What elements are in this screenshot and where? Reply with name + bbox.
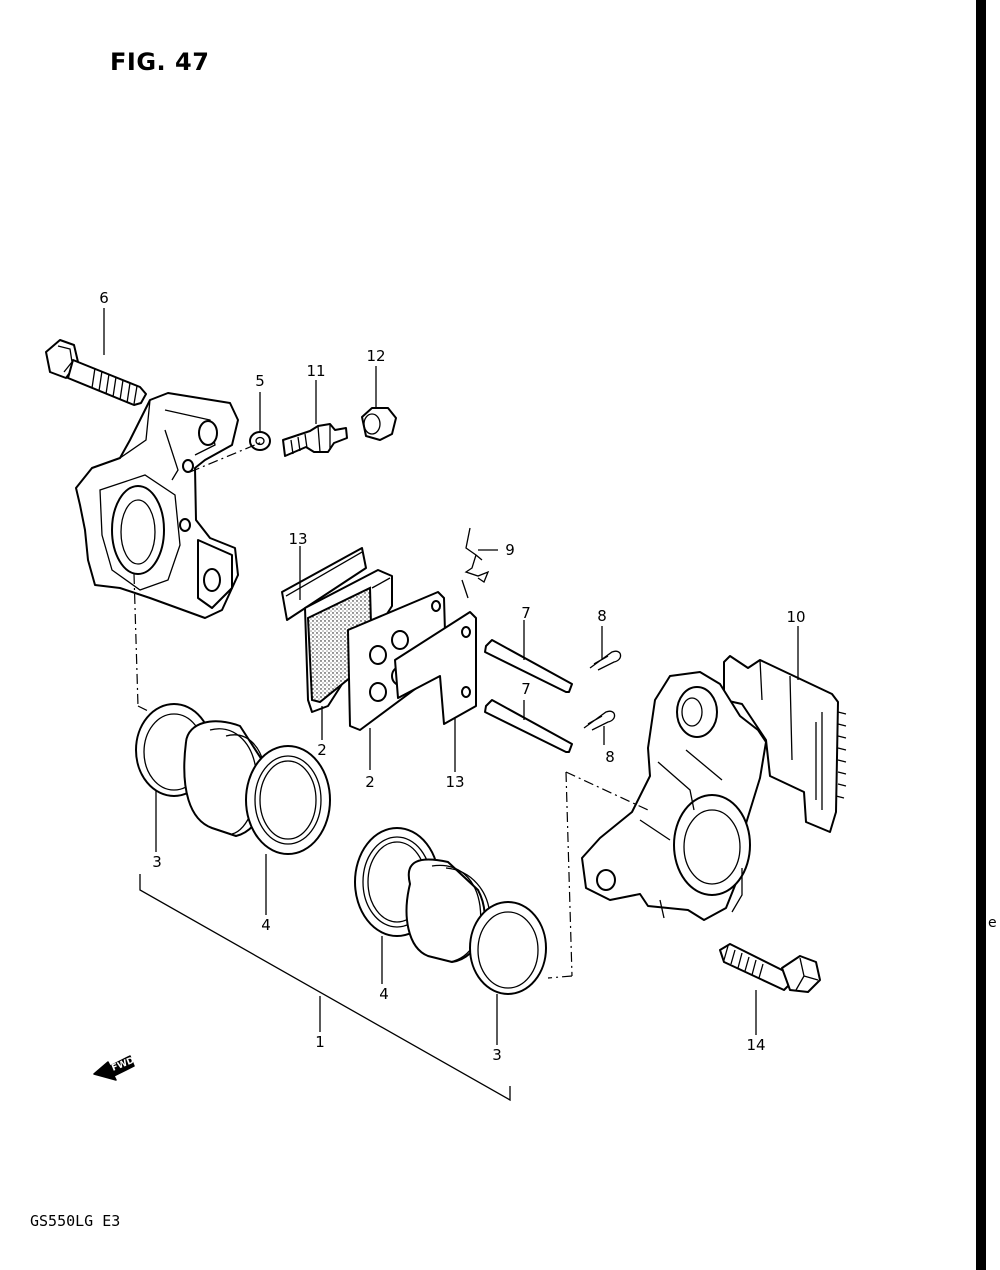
callout-12: 12 <box>366 347 385 365</box>
callout-5: 5 <box>255 372 265 390</box>
pad-bracket-part-10 <box>723 655 847 833</box>
kit-bracket-part-1 <box>139 874 511 1102</box>
pad-pin-part-7-lower <box>484 699 573 753</box>
callout-7-lower: 7 <box>521 680 531 698</box>
callout-4-right: 4 <box>379 985 389 1003</box>
page-border-rule <box>976 0 986 1270</box>
caliper-body-left <box>75 392 239 619</box>
leader-lines <box>103 308 799 1045</box>
callout-3-right: 3 <box>492 1046 502 1064</box>
callout-numbers: 6 5 11 12 13 9 7 7 8 8 10 2 2 13 3 4 4 1… <box>99 289 805 1064</box>
callout-13-lower: 13 <box>445 773 464 791</box>
caliper-bolt-part-6 <box>45 339 147 406</box>
callout-13-upper: 13 <box>288 530 307 548</box>
callout-2-right: 2 <box>365 773 375 791</box>
pad-spring-part-9 <box>461 527 490 599</box>
caliper-bolt-part-14 <box>719 943 821 993</box>
pad-pin-part-7-upper <box>484 639 573 693</box>
callout-4-left: 4 <box>261 916 271 934</box>
bleeder-cap-part-12 <box>361 407 397 441</box>
edge-mark: e <box>988 915 997 931</box>
callout-10: 10 <box>786 608 805 626</box>
callout-3-left: 3 <box>152 853 162 871</box>
dust-seal-part-3-right <box>469 901 547 995</box>
callout-14: 14 <box>746 1036 765 1054</box>
pin-clip-part-8-lower <box>583 710 616 731</box>
callout-8-lower: 8 <box>605 748 615 766</box>
callout-1: 1 <box>315 1033 325 1051</box>
pad-shim-part-13-back <box>281 547 367 621</box>
callout-8-upper: 8 <box>597 607 607 625</box>
washer-part-5 <box>249 431 271 451</box>
figure-title: FIG. 47 <box>110 48 210 76</box>
pad-shim-part-13-front <box>394 611 477 725</box>
callout-6: 6 <box>99 289 109 307</box>
caliper-body-right <box>581 671 767 921</box>
callout-9: 9 <box>505 541 515 559</box>
bleeder-screw-part-11 <box>282 423 348 457</box>
pin-clip-part-8-upper <box>589 650 622 671</box>
callout-7-upper: 7 <box>521 604 531 622</box>
callout-2-left: 2 <box>317 741 327 759</box>
model-code: GS550LG E3 <box>30 1212 121 1230</box>
fwd-arrow-icon: FWD <box>93 1055 136 1081</box>
callout-11: 11 <box>306 362 325 380</box>
piston-seal-part-4-left <box>245 745 331 855</box>
